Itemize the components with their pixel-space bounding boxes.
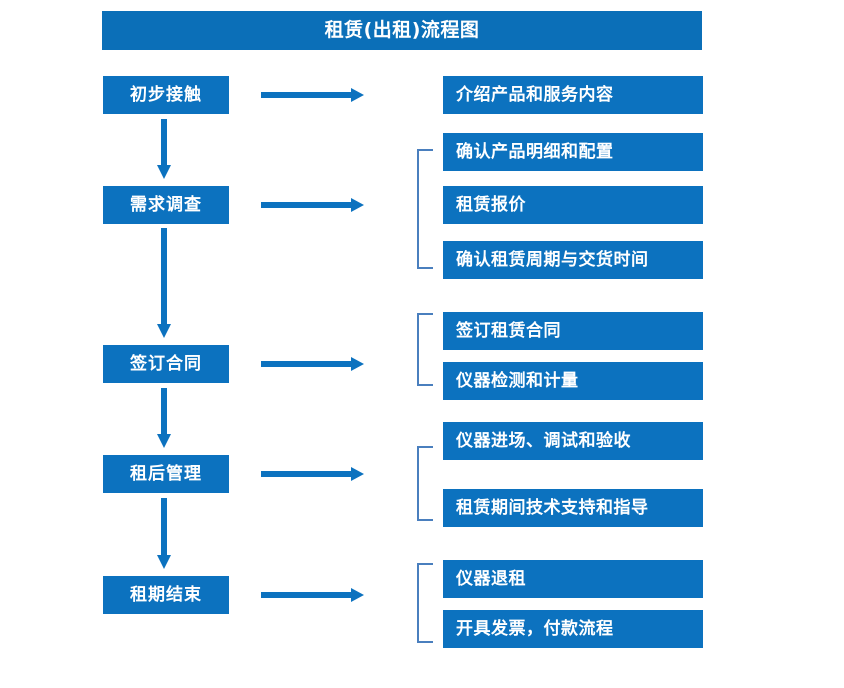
stage-box-3[interactable]: 签订合同 <box>103 345 229 383</box>
detail-box-7[interactable]: 仪器进场、调试和验收 <box>443 422 703 460</box>
stage-box-1[interactable]: 初步接触 <box>103 76 229 114</box>
group-bracket-1 <box>417 149 433 269</box>
detail-label-1: 介绍产品和服务内容 <box>456 84 614 105</box>
chart-title: 租赁(出租)流程图 <box>324 19 480 41</box>
detail-box-8[interactable]: 租赁期间技术支持和指导 <box>443 489 703 527</box>
group-bracket-2 <box>417 313 433 386</box>
stage-label-2: 需求调查 <box>130 194 202 215</box>
vertical-arrow-3 <box>155 388 173 450</box>
detail-label-2: 确认产品明细和配置 <box>456 141 614 162</box>
group-bracket-3 <box>417 446 433 521</box>
detail-box-1[interactable]: 介绍产品和服务内容 <box>443 76 703 114</box>
detail-box-5[interactable]: 签订租赁合同 <box>443 312 703 350</box>
detail-label-9: 仪器退租 <box>456 568 526 589</box>
detail-label-8: 租赁期间技术支持和指导 <box>456 497 649 518</box>
detail-label-7: 仪器进场、调试和验收 <box>456 430 631 451</box>
horizontal-arrow-2 <box>261 196 365 214</box>
detail-box-3[interactable]: 租赁报价 <box>443 186 703 224</box>
detail-box-6[interactable]: 仪器检测和计量 <box>443 362 703 400</box>
stage-label-3: 签订合同 <box>130 353 202 374</box>
horizontal-arrow-3 <box>261 355 365 373</box>
stage-label-4: 租后管理 <box>130 463 202 484</box>
stage-label-5: 租期结束 <box>130 584 202 605</box>
detail-box-9[interactable]: 仪器退租 <box>443 560 703 598</box>
vertical-arrow-2 <box>155 228 173 340</box>
detail-label-10: 开具发票，付款流程 <box>456 618 614 639</box>
vertical-arrow-1 <box>155 119 173 181</box>
group-bracket-4 <box>417 563 433 643</box>
stage-box-4[interactable]: 租后管理 <box>103 455 229 493</box>
detail-label-5: 签订租赁合同 <box>456 320 561 341</box>
chart-title-bar: 租赁(出租)流程图 <box>102 11 702 50</box>
detail-label-6: 仪器检测和计量 <box>456 370 579 391</box>
horizontal-arrow-4 <box>261 465 365 483</box>
detail-box-2[interactable]: 确认产品明细和配置 <box>443 133 703 171</box>
stage-label-1: 初步接触 <box>130 84 202 105</box>
detail-label-3: 租赁报价 <box>456 194 526 215</box>
detail-box-4[interactable]: 确认租赁周期与交货时间 <box>443 241 703 279</box>
stage-box-2[interactable]: 需求调查 <box>103 186 229 224</box>
horizontal-arrow-1 <box>261 86 365 104</box>
vertical-arrow-4 <box>155 498 173 571</box>
detail-box-10[interactable]: 开具发票，付款流程 <box>443 610 703 648</box>
detail-label-4: 确认租赁周期与交货时间 <box>456 249 649 270</box>
stage-box-5[interactable]: 租期结束 <box>103 576 229 614</box>
horizontal-arrow-5 <box>261 586 365 604</box>
